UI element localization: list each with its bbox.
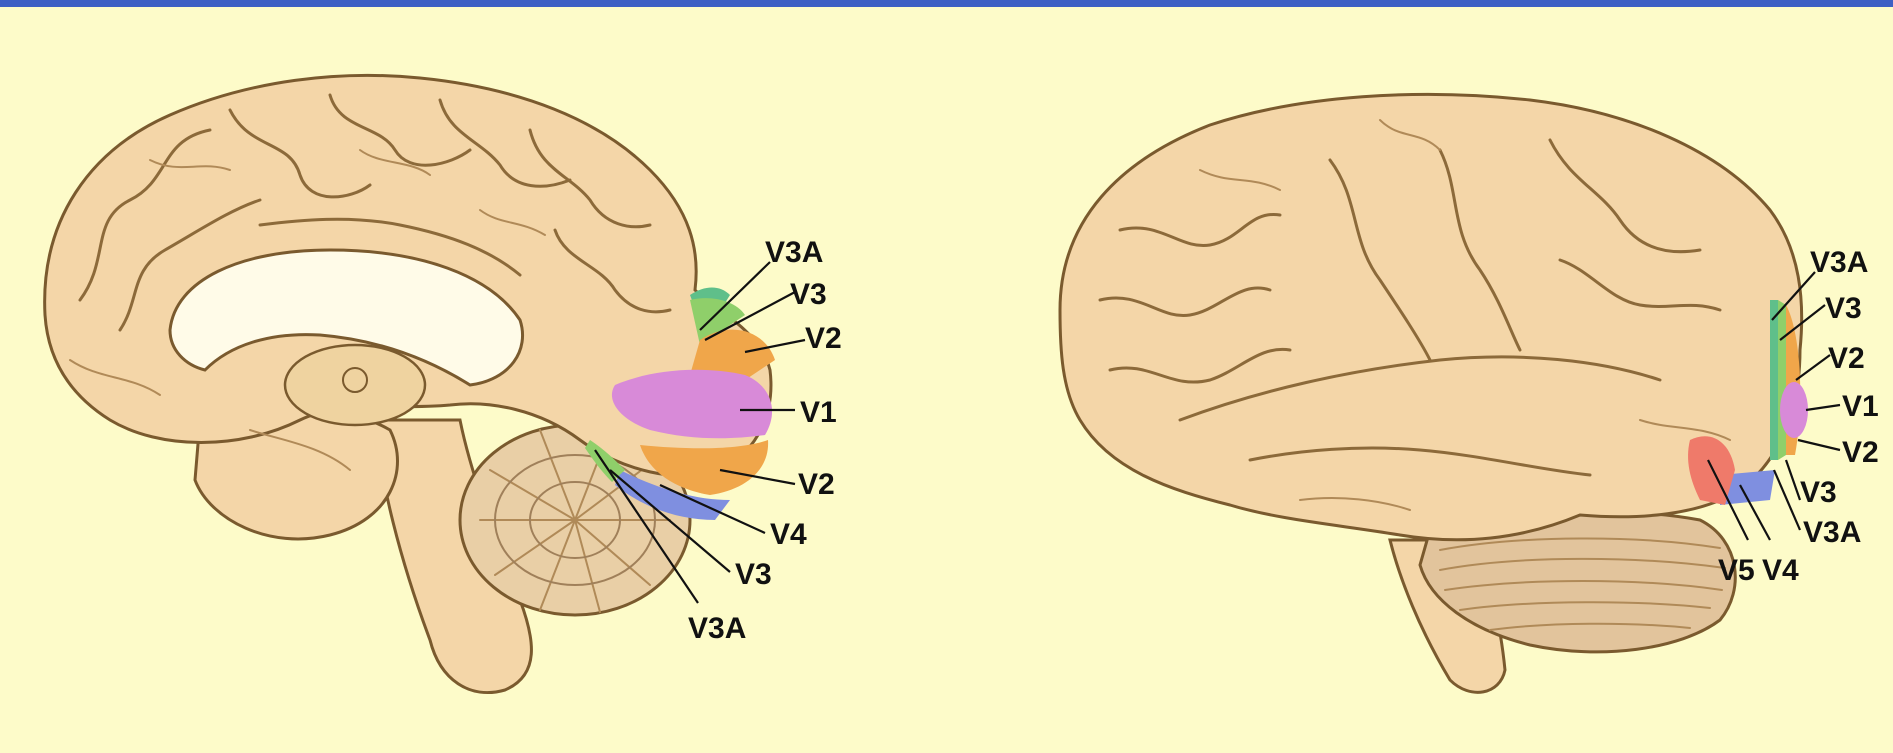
medial-label-V3A-bottom: V3A [688, 612, 746, 645]
lateral-label-V5: V5 [1718, 554, 1755, 587]
lateral-area-V1 [1780, 382, 1808, 438]
medial-thalamus [285, 345, 425, 425]
lateral-label-V3-bottom: V3 [1800, 476, 1837, 509]
medial-label-V3A-top: V3A [765, 236, 823, 269]
medial-label-V2-bottom: V2 [798, 468, 835, 501]
lateral-area-V3A-upper [1770, 300, 1778, 460]
lateral-brain-view: V3A V3 V2 V1 V2 V3 V3A V5 V4 [1060, 94, 1879, 692]
lateral-label-V2-top: V2 [1828, 342, 1865, 375]
medial-label-V3-top: V3 [790, 278, 827, 311]
medial-label-V2-top: V2 [805, 322, 842, 355]
lateral-label-V4: V4 [1762, 554, 1799, 587]
lateral-label-V2-bottom: V2 [1842, 436, 1879, 469]
lateral-label-V1: V1 [1842, 390, 1879, 423]
lateral-label-V3-top: V3 [1825, 292, 1862, 325]
medial-brain-view: V3A V3 V2 V1 V2 V4 V3 V3A [45, 75, 842, 692]
medial-label-V4: V4 [770, 518, 807, 551]
medial-label-V3-bottom: V3 [735, 558, 772, 591]
lateral-area-V3-upper [1778, 300, 1786, 460]
lateral-label-V3A-bottom: V3A [1803, 516, 1861, 549]
lateral-label-V3A-top: V3A [1810, 246, 1868, 279]
medial-label-V1: V1 [800, 396, 837, 429]
